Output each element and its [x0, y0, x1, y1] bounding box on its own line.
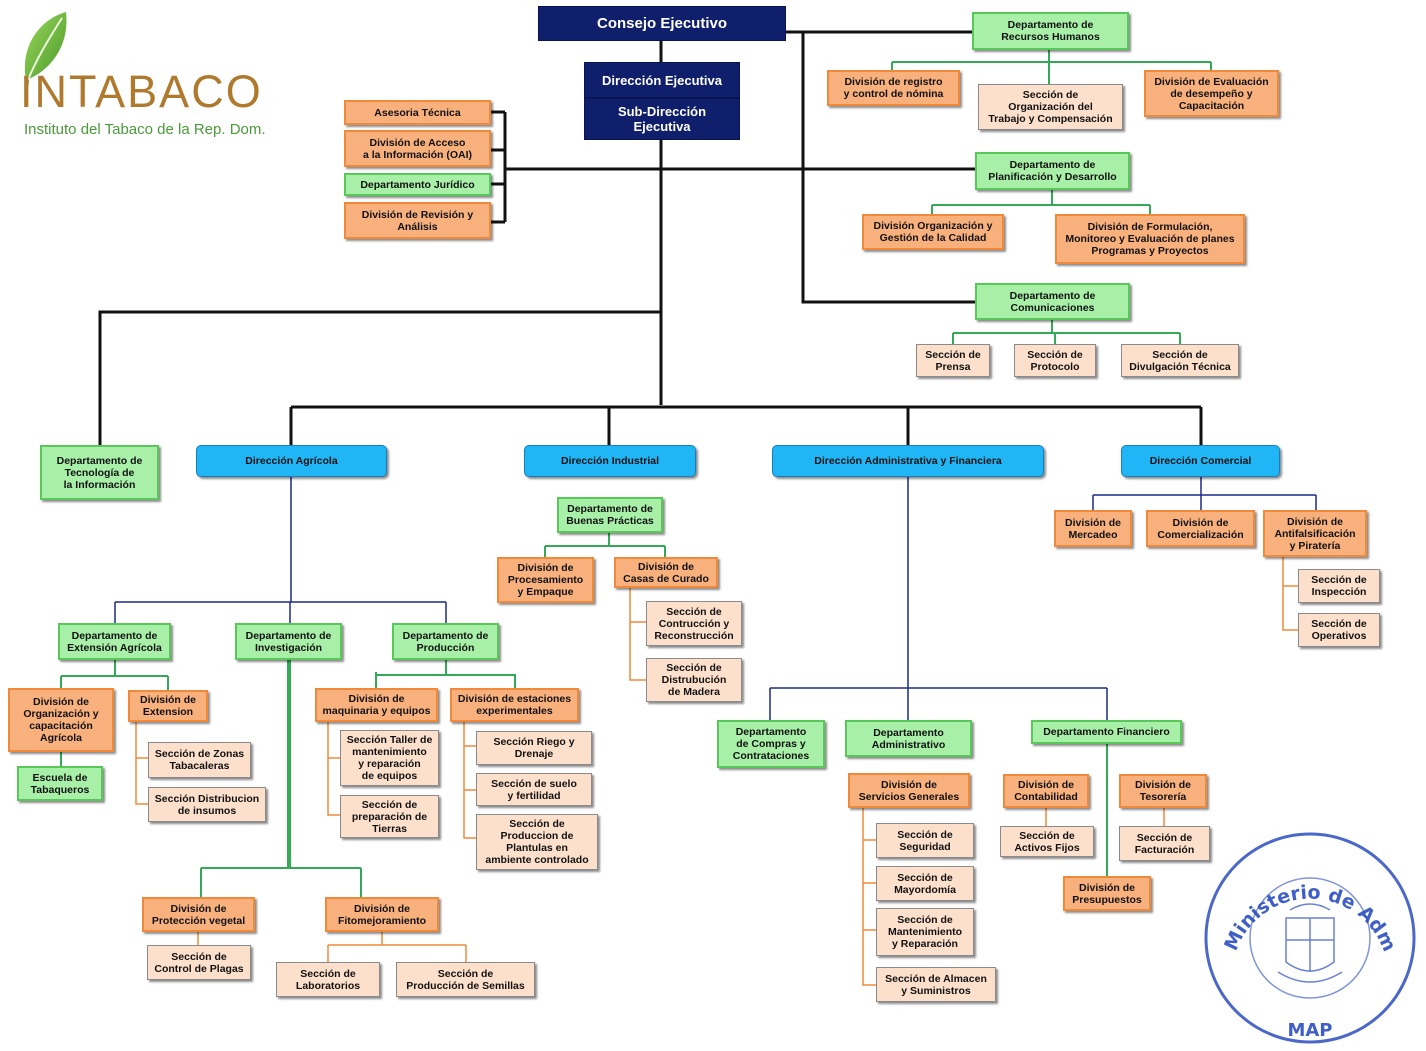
box-division-estaciones: División de estaciones experimentales [450, 688, 579, 722]
box-seccion-construccion: Sección de Contrucción y Reconstrucción [646, 601, 742, 646]
box-direccion-administrativa-financiera: Dirección Administrativa y Financiera [772, 445, 1044, 477]
box-division-comercializacion: División de Comercialización [1146, 510, 1255, 547]
box-division-antifalsificacion: División de Antifalsificación y Piraterí… [1263, 510, 1367, 557]
svg-text:MAP: MAP [1287, 1020, 1332, 1041]
box-division-acceso-informacion: División de Acceso a la Información (OAI… [344, 130, 491, 167]
box-seccion-divulgacion: Sección de Divulgación Técnica [1121, 344, 1239, 377]
box-seccion-almacen: Sección de Almacen y Suministros [876, 967, 996, 1002]
box-produccion: Departamento de Producción [392, 623, 499, 660]
box-investigacion: Departamento de Investigación [235, 623, 342, 660]
box-seccion-organizacion-trabajo: Sección de Organización del Trabajo y Co… [978, 84, 1123, 130]
box-seccion-produccion-semillas: Sección de Producción de Semillas [396, 962, 535, 997]
box-tecnologia-informacion: Departamento de Tecnología de la Informa… [40, 445, 159, 500]
box-recursos-humanos: Departamento de Recursos Humanos [972, 12, 1129, 50]
box-seccion-plantulas: Sección de Produccion de Plantulas en am… [476, 814, 598, 870]
box-division-presupuestos: División de Presupuestos [1063, 876, 1151, 911]
box-asesoria-tecnica: Asesoria Técnica [344, 100, 491, 125]
box-division-procesamiento: División de Procesamiento y Empaque [497, 557, 594, 603]
box-division-maquinaria: División de maquinaria y equipos [315, 688, 438, 722]
box-division-proteccion-vegetal: División de Protección vegetal [142, 897, 255, 932]
svg-text:Ministerio de Administración P: Ministerio de Administración Pública [1198, 822, 1400, 955]
box-division-formulacion: División de Formulación, Monitoreo y Eva… [1055, 214, 1245, 264]
box-seccion-operativos: Sección de Operativos [1298, 613, 1380, 647]
box-direccion-ejecutiva: Dirección Ejecutiva [584, 62, 740, 98]
box-seccion-protocolo: Sección de Protocolo [1014, 344, 1096, 377]
box-seccion-prensa: Sección de Prensa [916, 344, 990, 377]
box-escuela-tabaqueros: Escuela de Tabaqueros [17, 766, 103, 801]
box-seccion-control-plagas: Sección de Control de Plagas [147, 945, 251, 980]
box-division-extension: División de Extension [128, 690, 208, 722]
box-departamento-juridico: Departamento Jurídico [344, 173, 491, 196]
box-division-contabilidad: División de Contabilidad [1003, 774, 1089, 808]
box-division-organizacion-calidad: División Organización y Gestión de la Ca… [862, 214, 1004, 250]
box-compras-contrataciones: Departamento de Compras y Contrataciones [717, 720, 825, 768]
box-comunicaciones: Departamento de Comunicaciones [975, 283, 1130, 320]
box-division-evaluacion-desempeno: División de Evaluación de desempeño y Ca… [1144, 70, 1279, 117]
box-seccion-distribucion-insumos: Sección Distribucion de insumos [148, 787, 266, 822]
box-direccion-industrial: Dirección Industrial [524, 445, 696, 477]
box-financiero: Departamento Financiero [1031, 720, 1182, 744]
box-division-fitomejoramiento: División de Fitomejoramiento [325, 897, 439, 932]
box-seccion-mayordomia: Sección de Mayordomía [876, 866, 974, 901]
map-seal-stamp: Ministerio de Administración Pública MAP [1198, 822, 1416, 1044]
box-seccion-riego: Sección Riego y Drenaje [476, 731, 592, 765]
box-seccion-inspeccion: Sección de Inspección [1298, 569, 1380, 603]
box-seccion-distribucion-madera: Sección de Distrubución de Madera [646, 658, 742, 702]
box-buenas-practicas: Departamento de Buenas Prácticas [557, 497, 663, 533]
box-division-casas-curado: División de Casas de Curado [614, 557, 718, 588]
box-consejo-ejecutivo: Consejo Ejecutivo [538, 6, 786, 41]
box-division-servicios-generales: División de Servicios Generales [848, 773, 970, 808]
logo-subtitle: Instituto del Tabaco de la Rep. Dom. [24, 121, 266, 138]
box-division-revision-analisis: División de Revisión y Análisis [344, 202, 491, 239]
box-direccion-comercial: Dirección Comercial [1121, 445, 1280, 477]
leaf-logo-icon [24, 12, 67, 101]
box-seccion-preparacion-tierras: Sección de preparación de Tierras [340, 795, 439, 838]
box-seccion-zonas-tabacaleras: Sección de Zonas Tabacaleras [148, 742, 251, 778]
box-seccion-facturacion: Sección de Facturación [1119, 826, 1210, 861]
box-extension-agricola: Departamento de Extensión Agrícola [58, 623, 171, 660]
box-administrativo: Departamento Administrativo [845, 720, 972, 757]
box-seccion-seguridad: Sección de Seguridad [876, 823, 974, 858]
box-division-tesoreria: División de Tesorería [1119, 774, 1207, 808]
box-planificacion-desarrollo: Departamento de Planificación y Desarrol… [975, 152, 1130, 190]
box-seccion-suelo: Sección de suelo y fertilidad [476, 773, 592, 806]
box-direccion-agricola: Dirección Agrícola [196, 445, 387, 477]
box-seccion-laboratorios: Sección de Laboratorios [276, 962, 380, 997]
box-seccion-activos-fijos: Sección de Activos Fijos [1000, 826, 1094, 857]
box-sub-direccion-ejecutiva: Sub-Dirección Ejecutiva [584, 98, 740, 140]
box-seccion-mantenimiento: Sección de Mantenimiento y Reparación [876, 908, 974, 956]
box-division-registro-nomina: División de registro y control de nómina [827, 70, 960, 106]
logo-wordmark: INTABACO [20, 66, 263, 117]
box-division-mercadeo: División de Mercadeo [1054, 510, 1132, 547]
box-division-organizacion-capacitacion: División de Organización y capacitación … [8, 688, 114, 752]
box-seccion-taller: Sección Taller de mantenimiento y repara… [340, 730, 439, 786]
